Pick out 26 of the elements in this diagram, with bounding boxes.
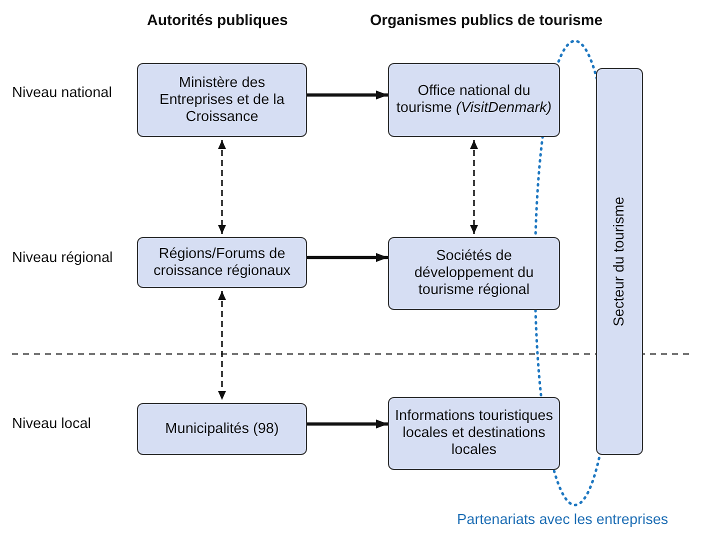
column-heading: Organismes publics de tourisme	[370, 12, 603, 29]
arrow	[470, 140, 478, 234]
ellipse-caption: Partenariats avec les entreprises	[457, 512, 668, 528]
box-label: Régions/Forums de croissance régionaux	[152, 246, 292, 280]
arrow	[307, 253, 388, 262]
row-label: Niveau local	[12, 416, 91, 432]
box-label: Informations touristiques locales et destinations locales	[394, 408, 554, 459]
row-label: Niveau régional	[12, 250, 113, 266]
organization-box	[388, 63, 560, 137]
row-label: Niveau national	[12, 85, 112, 101]
arrow	[218, 291, 226, 400]
organization-box	[388, 397, 560, 470]
box-label: Municipalités (98)	[164, 420, 280, 438]
box-label: Sociétés de développement du tourisme régional	[413, 248, 535, 299]
organization-box	[137, 63, 307, 137]
box-label: Ministère des Entreprises et de la Croissance	[158, 74, 286, 126]
bar-label: Secteur du tourisme	[611, 196, 628, 326]
organization-box	[388, 237, 560, 310]
arrow	[218, 140, 226, 234]
column-heading: Autorités publiques	[147, 12, 288, 29]
sector-bar	[596, 68, 643, 455]
organization-box	[137, 403, 307, 455]
arrow	[307, 90, 388, 100]
box-label: Office national du tourisme (VisitDenmark)	[395, 83, 553, 117]
organization-box	[137, 237, 307, 288]
arrow	[307, 420, 388, 428]
